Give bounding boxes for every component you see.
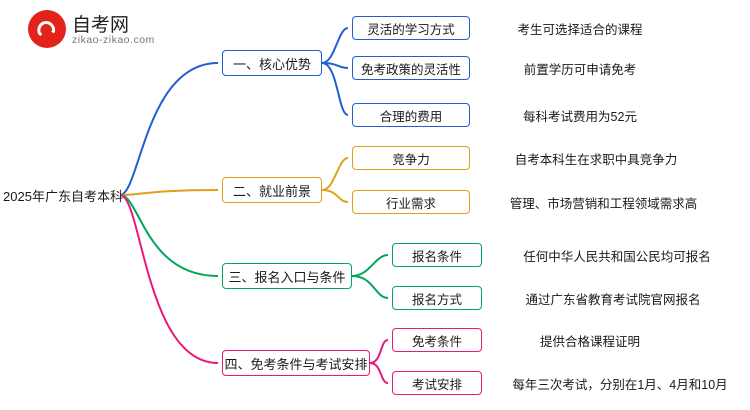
- logo-brand-text: 自考网: [72, 15, 130, 36]
- leaf-label: 行业需求: [385, 196, 436, 211]
- branch-employment-prospects[interactable]: 二、就业前景: [222, 177, 322, 203]
- leaf-label: 灵活的学习方式: [367, 22, 455, 37]
- branch-label: 四、免考条件与考试安排: [224, 356, 368, 372]
- site-logo: 自考网 zikao-zikao.com: [28, 6, 198, 52]
- leaf-value-exam-schedule: 每年三次考试，分别在1月、4月和10月: [490, 371, 750, 395]
- leaf-label: 报名条件: [411, 249, 462, 264]
- leaf-value-competitiveness: 自考本科生在求职中具竞争力: [476, 146, 716, 170]
- branch-entry-and-conditions[interactable]: 三、报名入口与条件: [222, 263, 352, 289]
- leaf-value: 提供合格课程证明: [539, 334, 640, 349]
- leaf-value-exemption-policy-flexibility: 前置学历可申请免考: [480, 56, 680, 80]
- leaf-value: 任何中华人民共和国公民均可报名: [523, 249, 711, 264]
- leaf-value: 每年三次考试，分别在1月、4月和10月: [512, 377, 728, 392]
- leaf-value: 通过广东省教育考试院官网报名: [525, 292, 701, 307]
- leaf-exam-schedule[interactable]: 考试安排: [392, 371, 482, 395]
- leaf-exemption-conditions[interactable]: 免考条件: [392, 328, 482, 352]
- leaf-value-exemption-conditions: 提供合格课程证明: [490, 328, 690, 352]
- leaf-registration-conditions[interactable]: 报名条件: [392, 243, 482, 267]
- leaf-value: 考生可选择适合的课程: [517, 22, 643, 37]
- leaf-industry-demand[interactable]: 行业需求: [352, 190, 470, 214]
- leaf-label: 竞争力: [392, 152, 430, 167]
- leaf-value-flexible-study-mode: 考生可选择适合的课程: [480, 16, 680, 40]
- branch-exemption-and-schedule[interactable]: 四、免考条件与考试安排: [222, 350, 370, 376]
- leaf-label: 合理的费用: [379, 109, 443, 124]
- swoosh-icon: [28, 10, 66, 48]
- branch-label: 二、就业前景: [232, 183, 311, 199]
- leaf-value: 前置学历可申请免考: [523, 62, 637, 77]
- branch-core-advantages[interactable]: 一、核心优势: [222, 50, 322, 76]
- leaf-flexible-study-mode[interactable]: 灵活的学习方式: [352, 16, 470, 40]
- leaf-label: 免考政策的灵活性: [360, 62, 461, 77]
- leaf-value: 每科考试费用为52元: [523, 109, 637, 124]
- branch-label: 三、报名入口与条件: [228, 269, 346, 285]
- leaf-reasonable-fees[interactable]: 合理的费用: [352, 103, 470, 127]
- leaf-value-registration-conditions: 任何中华人民共和国公民均可报名: [488, 243, 746, 267]
- leaf-competitiveness[interactable]: 竞争力: [352, 146, 470, 170]
- leaf-registration-method[interactable]: 报名方式: [392, 286, 482, 310]
- mindmap-root-label: 2025年广东自考本科: [3, 188, 123, 204]
- leaf-label: 报名方式: [411, 292, 462, 307]
- branch-label: 一、核心优势: [232, 56, 311, 72]
- logo-domain-text: zikao-zikao.com: [72, 34, 155, 46]
- leaf-label: 考试安排: [411, 377, 462, 392]
- leaf-exemption-policy-flexibility[interactable]: 免考政策的灵活性: [352, 56, 470, 80]
- leaf-value: 自考本科生在求职中具竞争力: [514, 152, 678, 167]
- mindmap-root-node[interactable]: 2025年广东自考本科: [3, 184, 123, 206]
- leaf-value-registration-method: 通过广东省教育考试院官网报名: [488, 286, 738, 310]
- leaf-label: 免考条件: [411, 334, 462, 349]
- leaf-value: 管理、市场营销和工程领域需求高: [509, 196, 698, 211]
- leaf-value-industry-demand: 管理、市场营销和工程领域需求高: [476, 190, 731, 214]
- leaf-value-reasonable-fees: 每科考试费用为52元: [480, 103, 680, 127]
